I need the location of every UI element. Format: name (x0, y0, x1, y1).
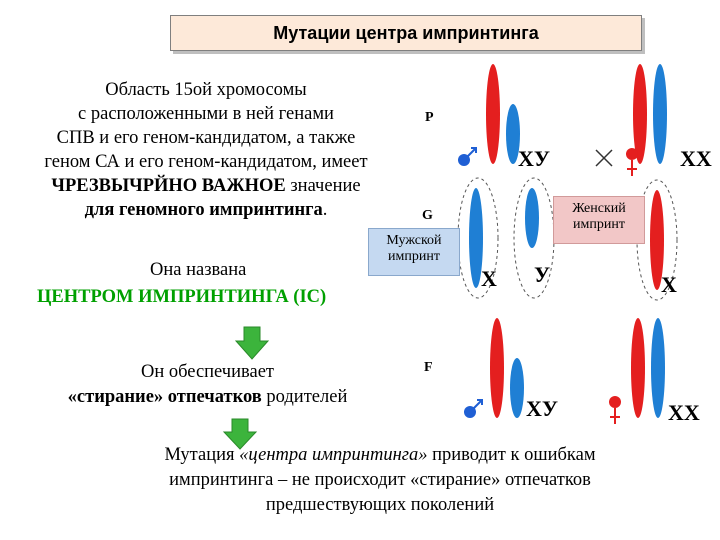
male-imprint-callout: Мужской импринт (368, 228, 460, 276)
callout-line: импринт (573, 217, 625, 232)
female-symbol-icon (626, 148, 638, 176)
page-title: Мутации центра импринтинга (170, 15, 642, 51)
paternal-chromosome (469, 188, 483, 288)
intro-line: Область 15ой хромосомы (105, 80, 307, 100)
intro-text: Область 15ой хромосомы с расположенными … (0, 78, 412, 222)
generation-label-p: P (425, 110, 434, 125)
maternal-chromosome (633, 64, 647, 164)
conclusion-text: Мутация «центра импринтинга» приводит к … (60, 443, 700, 518)
provides-text: Он обеспечивает «стирание» отпечатков ро… (0, 360, 415, 410)
provides-line: Он обеспечивает (140, 362, 275, 382)
male-symbol-icon (458, 147, 477, 166)
conclusion-text-part: Мутация (164, 445, 240, 465)
paternal-chromosome (506, 104, 520, 164)
conclusion-line: предшествующих поколений (265, 495, 495, 515)
conclusion-line: импринтинга – не происходит «стирание» о… (169, 470, 591, 490)
named-text: Она названа (150, 260, 247, 280)
generation-label-f: F (424, 360, 433, 375)
provides-line: «стирание» отпечатков родителей (0, 385, 415, 410)
paternal-chromosome (510, 358, 524, 418)
provides-text-part: родителей (261, 387, 348, 407)
intro-emphasis: ЧРЕЗВЫЧРЙНО ВАЖНОЕ (51, 176, 286, 196)
callout-line: Женский (572, 201, 626, 216)
chromosome-label-g-x: Х (661, 272, 677, 297)
callout-line: импринт (388, 249, 440, 264)
intro-emphasis: для геномного импринтинга (84, 200, 323, 220)
maternal-chromosome (650, 190, 664, 290)
paternal-chromosome (651, 318, 665, 418)
male-symbol-icon (464, 399, 483, 418)
paternal-chromosome (653, 64, 667, 164)
paternal-chromosome (525, 188, 539, 248)
conclusion-italic: «центра импринтинга» (239, 445, 428, 465)
chromosome-label-g-y: У (534, 262, 551, 287)
female-symbol-icon (609, 396, 621, 424)
intro-text-part: . (322, 200, 328, 220)
callout-line: Мужской (386, 233, 442, 248)
female-imprint-callout: Женский импринт (553, 196, 645, 244)
provides-emphasis: «стирание» отпечатков (67, 387, 262, 407)
intro-line: для геномного импринтинга. (0, 198, 412, 222)
down-arrow-icon (222, 418, 258, 450)
cross-icon (595, 149, 613, 167)
intro-line: с расположенными в ней генами (78, 104, 334, 124)
chromosome-label-g-x: Х (481, 266, 497, 291)
maternal-chromosome (486, 64, 500, 164)
chromosome-label-p-female: ХХ (680, 146, 712, 171)
down-arrow-icon (234, 326, 270, 360)
intro-line: ЧРЕЗВЫЧРЙНО ВАЖНОЕ значение (0, 174, 412, 198)
chromosome-label-f-male: ХУ (526, 396, 559, 421)
imprinting-center-name: ЦЕНТРОМ ИМПРИНТИНГА (IC) (37, 287, 327, 307)
maternal-chromosome (631, 318, 645, 418)
intro-line: геном СА и его геном-кандидатом, имеет (44, 152, 368, 172)
intro-line: СПВ и его геном-кандидатом, а также (56, 128, 356, 148)
conclusion-line: Мутация «центра импринтинга» приводит к … (60, 443, 700, 468)
chromosome-label-f-female: ХХ (668, 400, 700, 425)
maternal-chromosome (490, 318, 504, 418)
intro-text-part: значение (285, 176, 361, 196)
chromosome-label-p-male: ХУ (518, 146, 551, 171)
generation-label-g: G (422, 208, 433, 223)
conclusion-text-part: приводит к ошибкам (427, 445, 596, 465)
